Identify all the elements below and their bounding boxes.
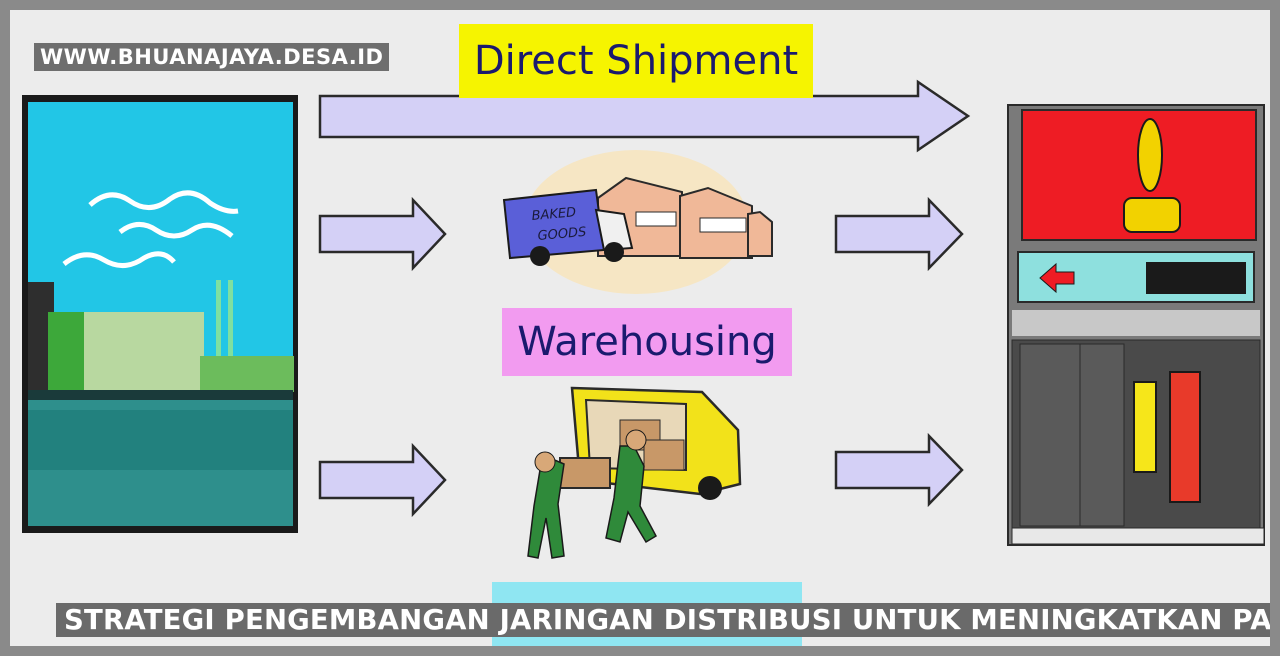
distribution-diagram: BAKED GOODS — [22, 79, 1265, 559]
direct-shipment-arrow — [318, 79, 971, 153]
site-watermark: WWW.BHUANAJAYA.DESA.ID — [34, 43, 390, 71]
truck-text-line1: BAKED — [531, 205, 577, 224]
diagram-canvas: BAKED GOODS — [10, 10, 1270, 646]
direct-shipment-label: Direct Shipment — [459, 24, 813, 98]
factory-illustration — [22, 95, 298, 533]
warehouse-truck-illustration: BAKED GOODS — [502, 150, 773, 294]
warehouse-to-store-arrow — [834, 196, 964, 272]
factory-to-warehouse-arrow — [318, 196, 447, 272]
factory-to-delivery-arrow — [318, 442, 447, 518]
store-illustration — [1007, 104, 1265, 546]
article-caption: STRATEGI PENGEMBANGAN JARINGAN DISTRIBUS… — [56, 603, 1270, 637]
warehousing-label: Warehousing — [502, 308, 792, 376]
delivery-truck-illustration — [527, 386, 742, 559]
truck-text-line2: GOODS — [537, 225, 587, 244]
delivery-to-store-arrow — [834, 432, 964, 508]
